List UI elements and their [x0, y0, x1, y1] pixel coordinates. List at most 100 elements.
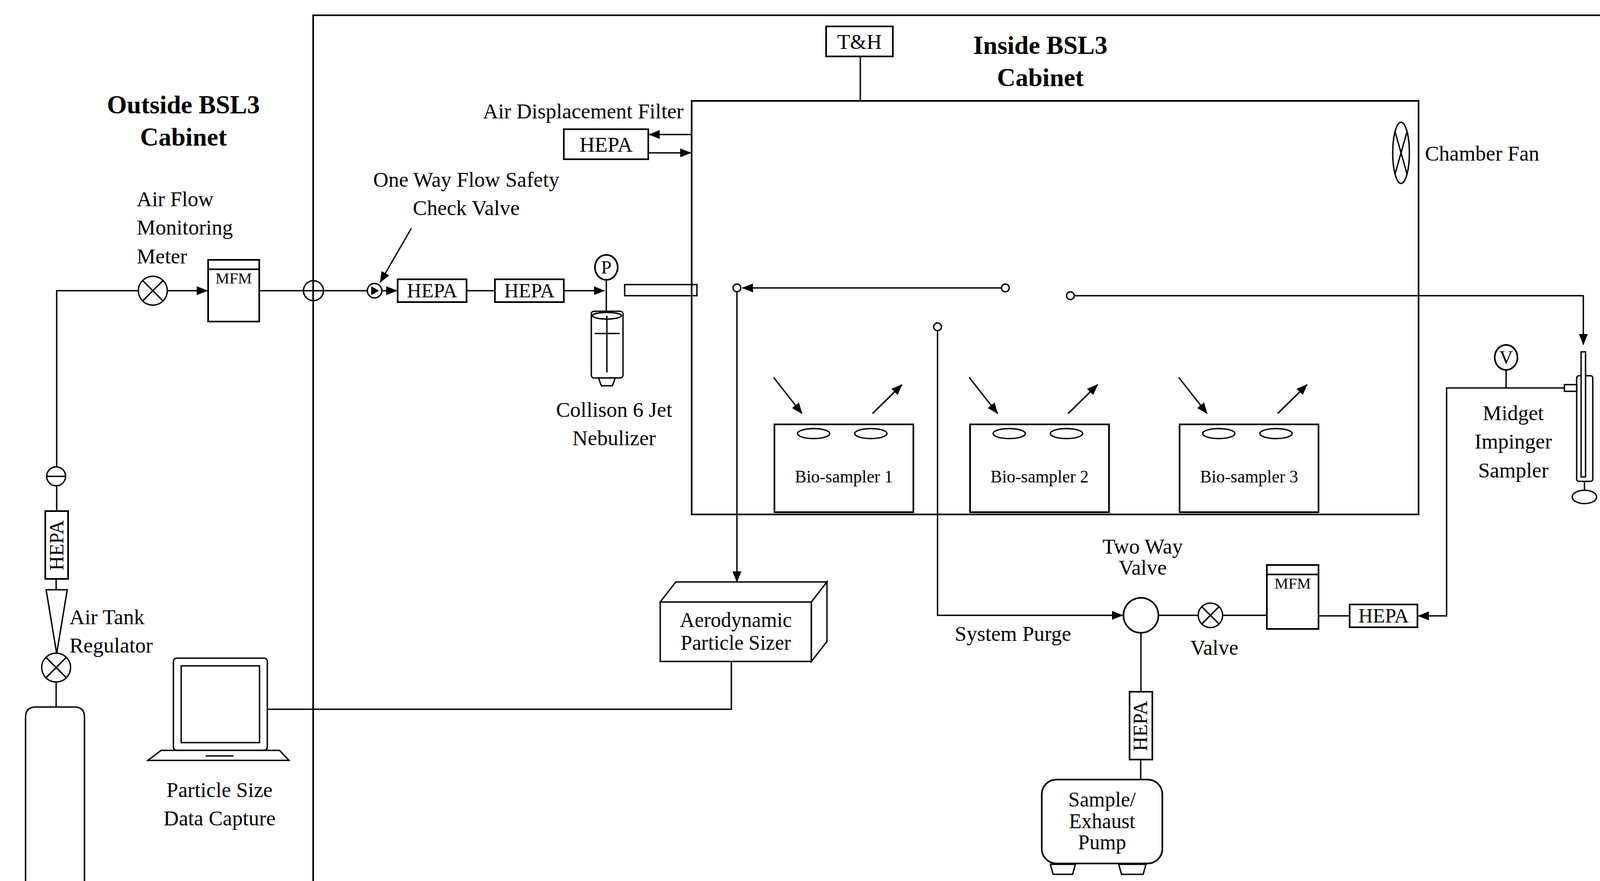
node-text: HEPA	[46, 519, 67, 571]
bio-sampler-ports	[1050, 428, 1083, 439]
pump-feet	[1118, 864, 1146, 875]
flow-line	[649, 133, 691, 136]
air-tank	[25, 706, 85, 881]
free-label: System Purge	[954, 619, 1100, 649]
two-way-valve: Two Way Valve	[1122, 596, 1160, 634]
bio-sampler-ports	[773, 377, 1308, 439]
laptop-icon	[173, 658, 268, 751]
free-label: Valve	[1180, 633, 1248, 662]
pump-feet	[1050, 864, 1076, 875]
flow-meter-box: MFM	[207, 258, 261, 323]
flow-line	[1418, 387, 1569, 616]
free-label: Air Flow Monitoring Meter	[136, 185, 248, 271]
node-text: HEPA	[406, 280, 458, 301]
bio-sampler-ports	[872, 384, 902, 414]
chamber-fan-symbol	[1392, 122, 1410, 184]
connector-group	[56, 134, 1584, 779]
check-valve-symbol	[371, 286, 380, 296]
node-text: Midget Impinger Sampler	[1463, 399, 1564, 485]
node-label: Inside BSL3 Cabinet	[956, 29, 1124, 94]
node-label: Midget Impinger Sampler	[1463, 399, 1564, 485]
impinger-vessel	[1583, 481, 1586, 491]
laptop-icon	[147, 658, 289, 761]
node-text: Bio-sampler 1	[794, 467, 894, 487]
flow-line	[1319, 615, 1349, 617]
label-text: Outside BSL3 Cabinet	[88, 88, 278, 153]
node-text: Collison 6 Jet Nebulizer	[539, 395, 690, 453]
sampling-probe	[733, 283, 741, 292]
bio-sampler-ports	[993, 428, 1026, 439]
nebulizer-jar	[591, 311, 623, 378]
sampling-probe	[1066, 291, 1075, 300]
nebulizer-jar	[606, 315, 608, 373]
sampling-probe	[733, 283, 1420, 516]
tank-valve-symbol	[41, 653, 71, 682]
node-text: MFM	[208, 268, 259, 287]
filter-box: HEPA	[1348, 603, 1419, 628]
filter-box: HEPA	[44, 510, 69, 580]
node-label: Two Way Valve	[1087, 535, 1199, 578]
node-text: Chamber Fan	[1424, 139, 1592, 168]
node-text: Bio-sampler 2	[990, 467, 1089, 487]
regulator-symbol	[46, 589, 68, 654]
gauge-stem	[1505, 369, 1508, 388]
node-text: Inside BSL3 Cabinet	[956, 29, 1124, 94]
nebulizer-jar	[605, 279, 608, 312]
pressure-gauge: P	[594, 253, 619, 281]
sampling-probe	[742, 287, 1002, 289]
flow-line	[649, 152, 691, 154]
label-text: Air Displacement Filter	[450, 97, 684, 126]
label-text: System Purge	[954, 619, 1100, 649]
sampling-probe	[1001, 283, 1010, 292]
node-text: HEPA	[504, 280, 555, 301]
node-label: Particle Size Data Capture	[147, 775, 292, 834]
sampling-probe	[936, 330, 939, 516]
node-text: Particle Size Data Capture	[147, 775, 292, 834]
outlet-valve-symbol	[1198, 602, 1223, 628]
inline-gauge-symbol	[46, 466, 66, 486]
free-label: Air Displacement Filter	[450, 97, 684, 126]
outlet-valve-symbol	[1201, 606, 1220, 625]
sampling-probe	[736, 291, 739, 516]
flow-valve-symbol	[142, 280, 163, 301]
bio-sampler-ports	[854, 428, 887, 439]
sensor-lead	[859, 57, 862, 101]
inline-gauge-symbol	[46, 475, 66, 478]
node-text: HEPA	[1358, 605, 1409, 626]
free-label: Air Tank Regulator	[69, 602, 181, 661]
wall-connector	[303, 280, 324, 301]
node-text: MFM	[1267, 573, 1318, 592]
nebulizer-outlet-tube	[624, 284, 697, 296]
flow-line	[1140, 633, 1143, 691]
particle-sizer-housing	[811, 581, 827, 662]
flow-line	[1419, 295, 1584, 345]
label-text: One Way Flow Safety Check Valve	[369, 165, 564, 223]
bio-sampler-ports	[969, 377, 998, 414]
laptop-icon	[181, 665, 260, 743]
filter-box: HEPA	[494, 278, 565, 303]
particle-sizer-housing	[660, 601, 812, 662]
flow-meter-box: MFM	[1265, 564, 1320, 630]
nebulizer: Collison 6 Jet Nebulizer	[589, 280, 625, 386]
flow-line	[1139, 760, 1142, 779]
bio-sampler-box: Bio-sampler 1	[773, 423, 915, 513]
nebulizer-jar	[598, 377, 616, 386]
chamber-fan-symbol	[1394, 131, 1408, 175]
impinger-vessel	[1581, 351, 1586, 477]
check-valve-symbol	[367, 228, 412, 298]
regulator-symbol	[55, 653, 58, 654]
gauge-stem	[1505, 369, 1508, 388]
node-text: P	[601, 257, 612, 277]
bio-sampler-box: Bio-sampler 2	[969, 423, 1110, 513]
regulator-symbol	[55, 579, 58, 590]
impinger: Midget Impinger Sampler	[1568, 344, 1597, 506]
filter-box: HEPA	[1128, 690, 1154, 761]
flow-line	[937, 515, 1123, 616]
node-text: Two Way Valve	[1087, 535, 1199, 578]
label-text: Air Flow Monitoring Meter	[136, 185, 248, 271]
bio-sampler-box: Bio-sampler 3	[1178, 423, 1320, 513]
flow-valve-symbol	[142, 280, 163, 301]
wall-connector	[303, 280, 324, 301]
